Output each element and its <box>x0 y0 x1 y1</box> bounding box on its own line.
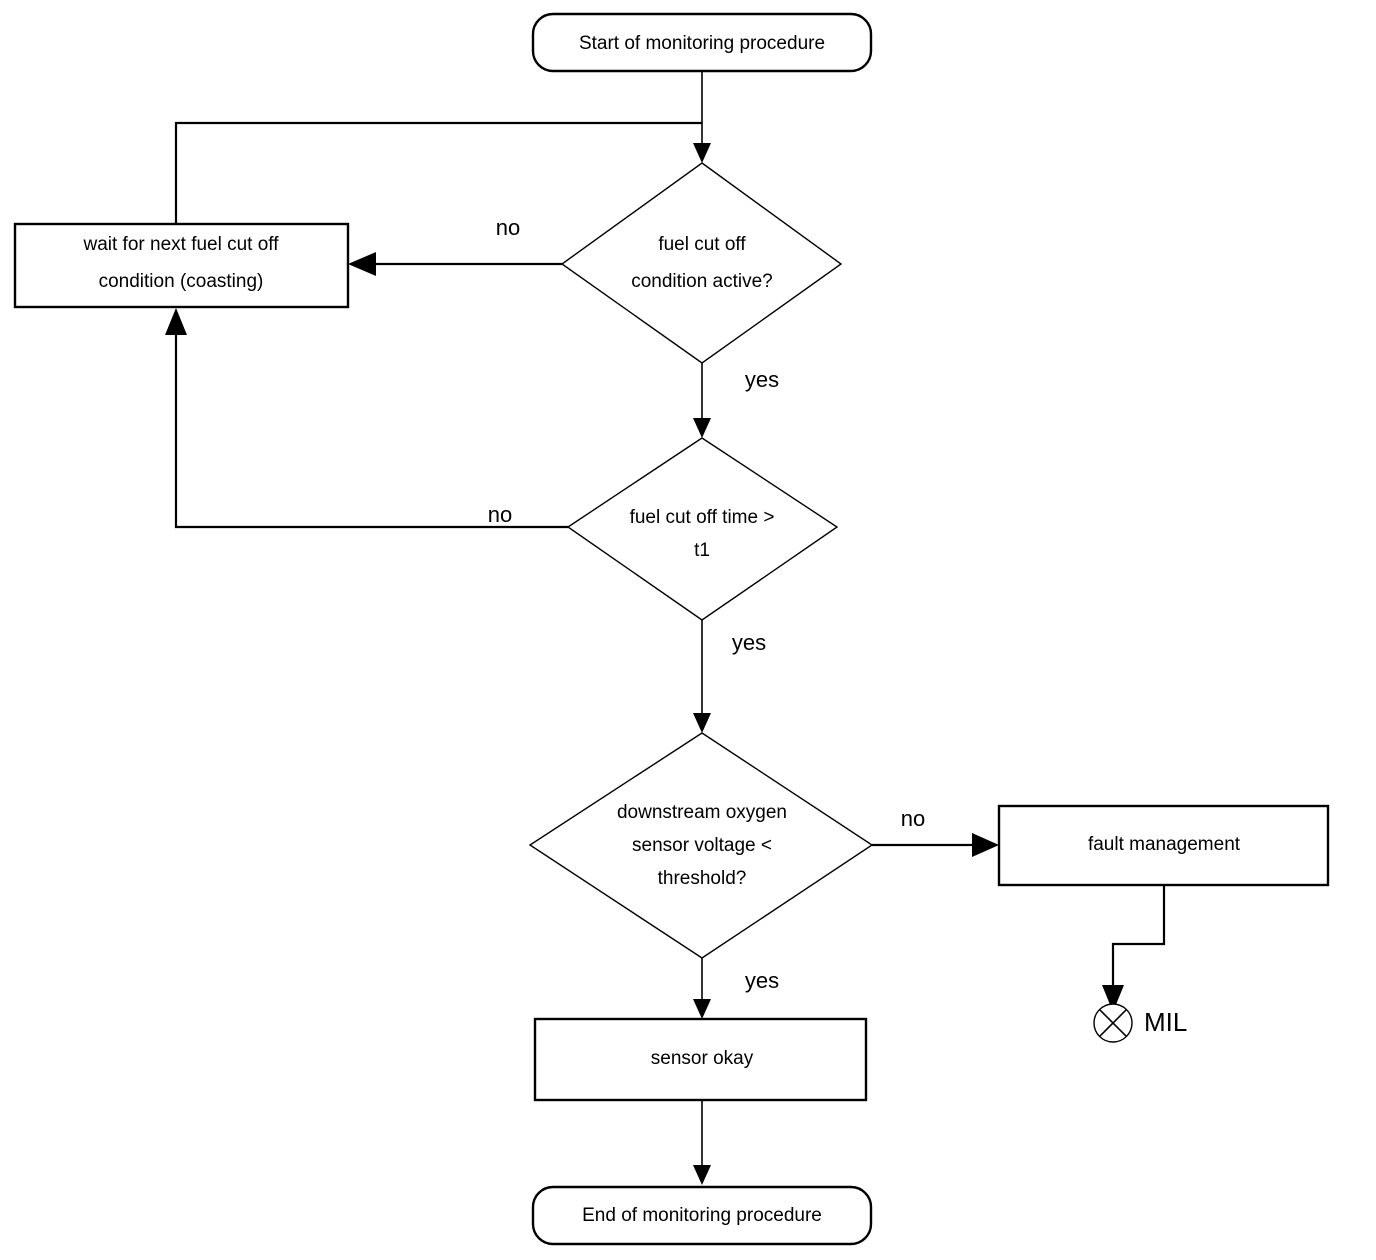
decision2-label-line2: t1 <box>694 540 710 561</box>
decision1-label-line1: fuel cut off <box>658 234 746 255</box>
edge-label-decision1-no: no <box>496 215 520 240</box>
edge-decision1-no-to-wait <box>348 252 562 276</box>
decision2-shape <box>566 437 839 621</box>
end-label: End of monitoring procedure <box>582 1205 822 1226</box>
node-wait-for-fuel-cutoff[interactable]: wait for next fuel cut off condition (co… <box>13 222 350 309</box>
sensor-ok-label: sensor okay <box>651 1048 754 1069</box>
decision3-label-line2: sensor voltage < <box>632 835 772 856</box>
edge-start-to-decision1 <box>693 71 711 163</box>
sensor-ok-shape <box>533 1017 868 1102</box>
start-shape <box>531 12 873 73</box>
node-decision-fuel-cutoff-active[interactable]: fuel cut off condition active? <box>560 162 843 364</box>
decision2-label-line1: fuel cut off time > <box>630 507 775 528</box>
edge-sensor-ok-to-end <box>693 1100 711 1185</box>
edge-fault-to-mil <box>1102 885 1166 1012</box>
edge-decision2-no-to-wait <box>165 308 568 529</box>
decision1-label-line2: condition active? <box>631 271 773 292</box>
edge-label-decision3-no: no <box>901 806 925 831</box>
wait-label-line2: condition (coasting) <box>99 271 264 292</box>
fault-shape <box>997 804 1330 887</box>
edge-decision2-yes-to-decision3 <box>693 618 711 733</box>
node-start[interactable]: Start of monitoring procedure <box>531 12 873 73</box>
decision3-label-line3: threshold? <box>658 868 747 889</box>
decision3-shape <box>528 732 874 959</box>
node-mil[interactable]: MIL <box>1093 1003 1187 1043</box>
end-shape <box>531 1185 873 1246</box>
node-decision-sensor-voltage[interactable]: downstream oxygen sensor voltage < thres… <box>528 732 874 959</box>
edge-wait-to-decision1-loop <box>174 121 702 224</box>
edge-decision3-yes-to-sensor-ok <box>693 958 711 1019</box>
edge-label-decision2-yes: yes <box>732 630 766 655</box>
wait-shape <box>13 222 350 309</box>
fault-label: fault management <box>1088 834 1241 855</box>
edge-decision1-yes-to-decision2 <box>693 360 711 438</box>
node-fault-management[interactable]: fault management <box>997 804 1330 887</box>
mil-label: MIL <box>1144 1007 1187 1037</box>
edge-label-decision1-yes: yes <box>745 367 779 392</box>
edge-label-decision3-yes: yes <box>745 968 779 993</box>
wait-label-line1: wait for next fuel cut off <box>82 234 279 255</box>
node-end[interactable]: End of monitoring procedure <box>531 1185 873 1246</box>
mil-cross-stroke-b <box>1099 1009 1127 1037</box>
node-decision-fuel-cutoff-time[interactable]: fuel cut off time > t1 <box>566 437 839 621</box>
node-sensor-okay[interactable]: sensor okay <box>533 1017 868 1102</box>
decision3-label-line1: downstream oxygen <box>617 802 787 823</box>
decision1-shape <box>560 162 843 364</box>
start-label: Start of monitoring procedure <box>579 33 825 54</box>
edge-label-decision2-no: no <box>488 502 512 527</box>
edge-decision3-no-to-fault <box>872 833 999 857</box>
